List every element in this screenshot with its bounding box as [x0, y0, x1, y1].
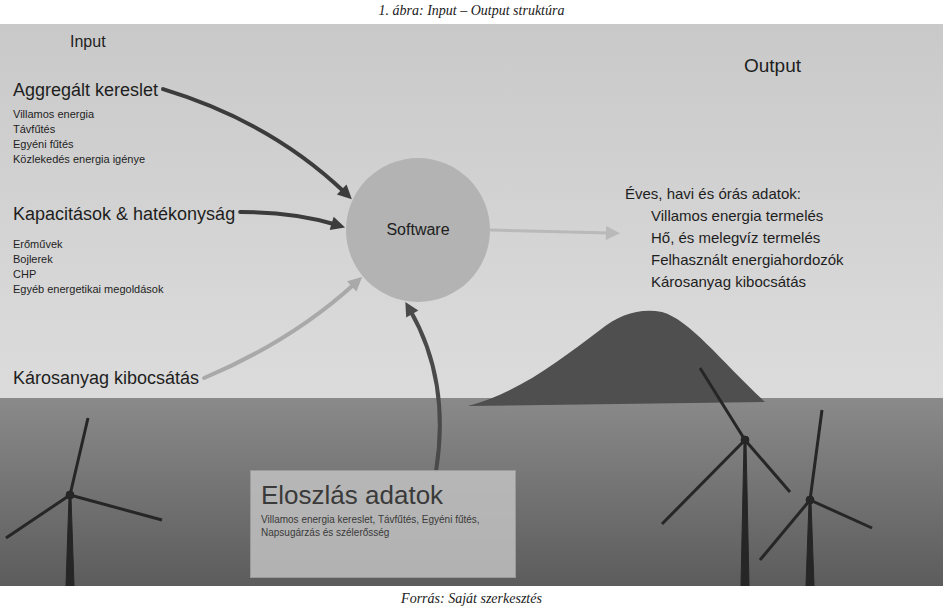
connector-arrow [163, 89, 352, 199]
node-line: Villamos energia kereslet, Távfűtés, Egy… [261, 513, 511, 539]
input-group: Aggregált keresletVillamos energiaTávfűt… [8, 76, 163, 170]
section-label: Input [70, 33, 106, 51]
wind-turbine-right [662, 368, 790, 586]
node-line: Közlekedés energia igénye [13, 152, 158, 167]
node-line: Bojlerek [13, 252, 235, 267]
island [468, 311, 765, 406]
figure-title: 1. ábra: Input – Output struktúra [0, 3, 943, 19]
node-line: Villamos energia [13, 107, 158, 122]
connector-line [240, 212, 335, 225]
node-heading: Aggregált kereslet [13, 79, 158, 101]
connector-line [204, 284, 355, 378]
node-line: Távfűtés [13, 122, 158, 137]
distribution-box: Eloszlás adatokVillamos energia kereslet… [250, 470, 516, 578]
node-line: Hő, és melegvíz termelés [625, 227, 844, 249]
sky [0, 24, 943, 586]
arrowhead [337, 184, 352, 199]
arrowhead [405, 302, 418, 318]
node-line: Károsanyag kibocsátás [625, 271, 844, 293]
node-line: Egyéni fűtés [13, 137, 158, 152]
node-heading: Software [386, 220, 449, 240]
input-group: Kapacitások & hatékonyságErőművekBojlere… [8, 200, 240, 300]
connector-line [163, 89, 345, 192]
connector-line [410, 311, 440, 470]
arrowhead [606, 226, 620, 240]
input-group: Károsanyag kibocsátás [8, 364, 204, 392]
node-heading: Kapacitások & hatékonyság [13, 203, 235, 225]
node-line: Felhasznált energiahordozók [625, 249, 844, 271]
connector-line [491, 230, 610, 233]
caption-band [0, 586, 943, 613]
wind-turbine-far-right [760, 410, 872, 586]
wind-turbine-left [6, 418, 162, 586]
connector-arrow [405, 302, 440, 470]
node-line: Egyéb energetikai megoldások [13, 282, 235, 297]
circle-fill [346, 158, 490, 302]
arrowhead [347, 277, 362, 292]
section-label: Output [744, 55, 801, 77]
node-heading: Károsanyag kibocsátás [13, 367, 199, 389]
node-heading: Éves, havi és órás adatok: [625, 183, 844, 205]
connector-arrow [491, 226, 620, 240]
connector-arrow [240, 212, 345, 230]
figure-caption: Forrás: Saját szerkesztés [0, 591, 943, 607]
software-circle: Software [345, 157, 491, 303]
node-heading: Eloszlás adatok [261, 479, 511, 511]
connector-arrow [204, 277, 362, 378]
node-line: Villamos energia termelés [625, 205, 844, 227]
sea [0, 398, 943, 586]
arrowhead [330, 217, 345, 230]
output-group: Éves, havi és órás adatok:Villamos energ… [620, 180, 849, 296]
node-line: Erőművek [13, 237, 235, 252]
node-line: CHP [13, 267, 235, 282]
